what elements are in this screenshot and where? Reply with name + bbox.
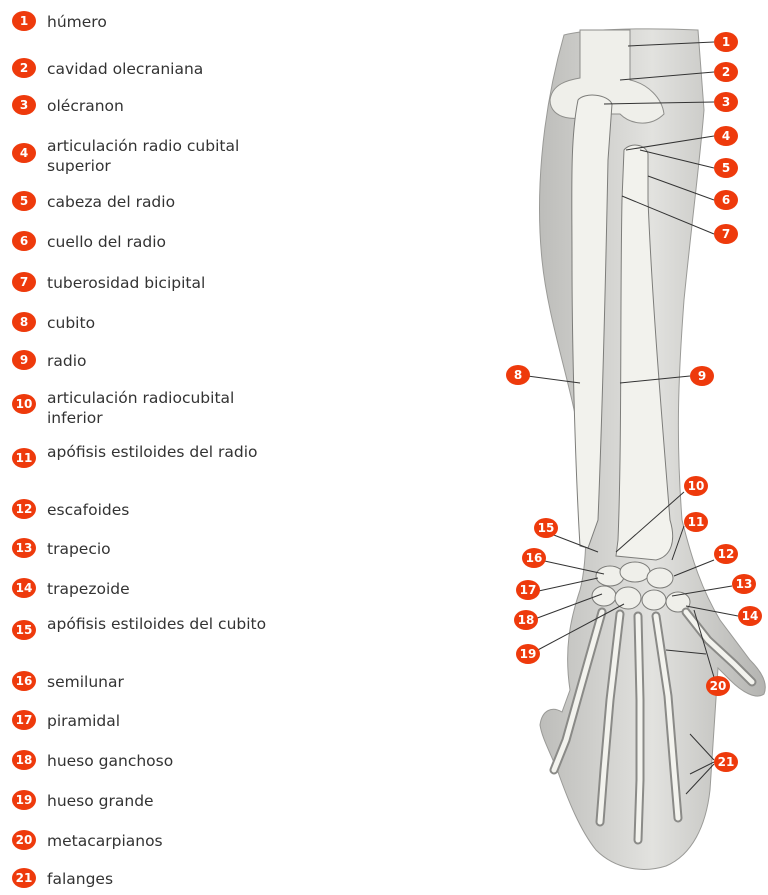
number-badge: 21 — [12, 868, 36, 888]
legend-label: apófisis estiloides del radio — [47, 442, 275, 462]
legend-label: escafoides — [47, 500, 275, 520]
legend-label: cubito — [47, 313, 275, 333]
legend: 1 húmero 2 cavidad olecraniana 3 olécran… — [0, 0, 280, 895]
legend-label: articulación radiocubital inferior — [47, 388, 275, 428]
legend-label: olécranon — [47, 96, 275, 116]
callout-badge: 2 — [714, 62, 738, 82]
legend-label: cabeza del radio — [47, 192, 275, 212]
legend-label: falanges — [47, 869, 275, 889]
legend-label: hueso grande — [47, 791, 275, 811]
callout-badge: 3 — [714, 92, 738, 112]
legend-label: tuberosidad bicipital — [47, 273, 275, 293]
number-badge: 4 — [12, 143, 36, 163]
number-badge: 2 — [12, 58, 36, 78]
legend-label: cavidad olecraniana — [47, 59, 275, 79]
number-badge: 12 — [12, 499, 36, 519]
legend-label: radio — [47, 351, 275, 371]
number-badge: 8 — [12, 312, 36, 332]
legend-label: cuello del radio — [47, 232, 275, 252]
legend-label: piramidal — [47, 711, 275, 731]
number-badge: 18 — [12, 750, 36, 770]
callout-badge: 1 — [714, 32, 738, 52]
legend-label: semilunar — [47, 672, 275, 692]
number-badge: 17 — [12, 710, 36, 730]
callout-badge: 17 — [516, 580, 540, 600]
callout-badge: 9 — [690, 366, 714, 386]
callout-badge: 4 — [714, 126, 738, 146]
callout-badge: 18 — [514, 610, 538, 630]
callout-badge: 12 — [714, 544, 738, 564]
callout-badge: 10 — [684, 476, 708, 496]
number-badge: 16 — [12, 671, 36, 691]
legend-label: hueso ganchoso — [47, 751, 275, 771]
callout-badge: 11 — [684, 512, 708, 532]
callout-badge: 7 — [714, 224, 738, 244]
arm-illustration: 1 2 3 4 5 6 7 8 9 10 11 12 13 14 15 16 1… — [480, 0, 768, 895]
number-badge: 20 — [12, 830, 36, 850]
callout-badge: 16 — [522, 548, 546, 568]
legend-label: trapecio — [47, 539, 275, 559]
callout-badge: 14 — [738, 606, 762, 626]
legend-label: húmero — [47, 12, 275, 32]
number-badge: 9 — [12, 350, 36, 370]
number-badge: 13 — [12, 538, 36, 558]
legend-label: apófisis estiloides del cubito — [47, 614, 275, 634]
callout-badge: 20 — [706, 676, 730, 696]
number-badge: 11 — [12, 448, 36, 468]
number-badge: 7 — [12, 272, 36, 292]
number-badge: 3 — [12, 95, 36, 115]
number-badge: 5 — [12, 191, 36, 211]
number-badge: 6 — [12, 231, 36, 251]
number-badge: 10 — [12, 394, 36, 414]
callout-badge: 21 — [714, 752, 738, 772]
callout-badge: 6 — [714, 190, 738, 210]
number-badge: 19 — [12, 790, 36, 810]
legend-label: articulación radio cubital superior — [47, 136, 275, 176]
number-badge: 15 — [12, 620, 36, 640]
callout-badge: 13 — [732, 574, 756, 594]
callout-badge: 19 — [516, 644, 540, 664]
number-badge: 14 — [12, 578, 36, 598]
legend-label: trapezoide — [47, 579, 275, 599]
callout-badge: 15 — [534, 518, 558, 538]
callout-badge: 5 — [714, 158, 738, 178]
number-badge: 1 — [12, 11, 36, 31]
callout-badge: 8 — [506, 365, 530, 385]
legend-label: metacarpianos — [47, 831, 275, 851]
